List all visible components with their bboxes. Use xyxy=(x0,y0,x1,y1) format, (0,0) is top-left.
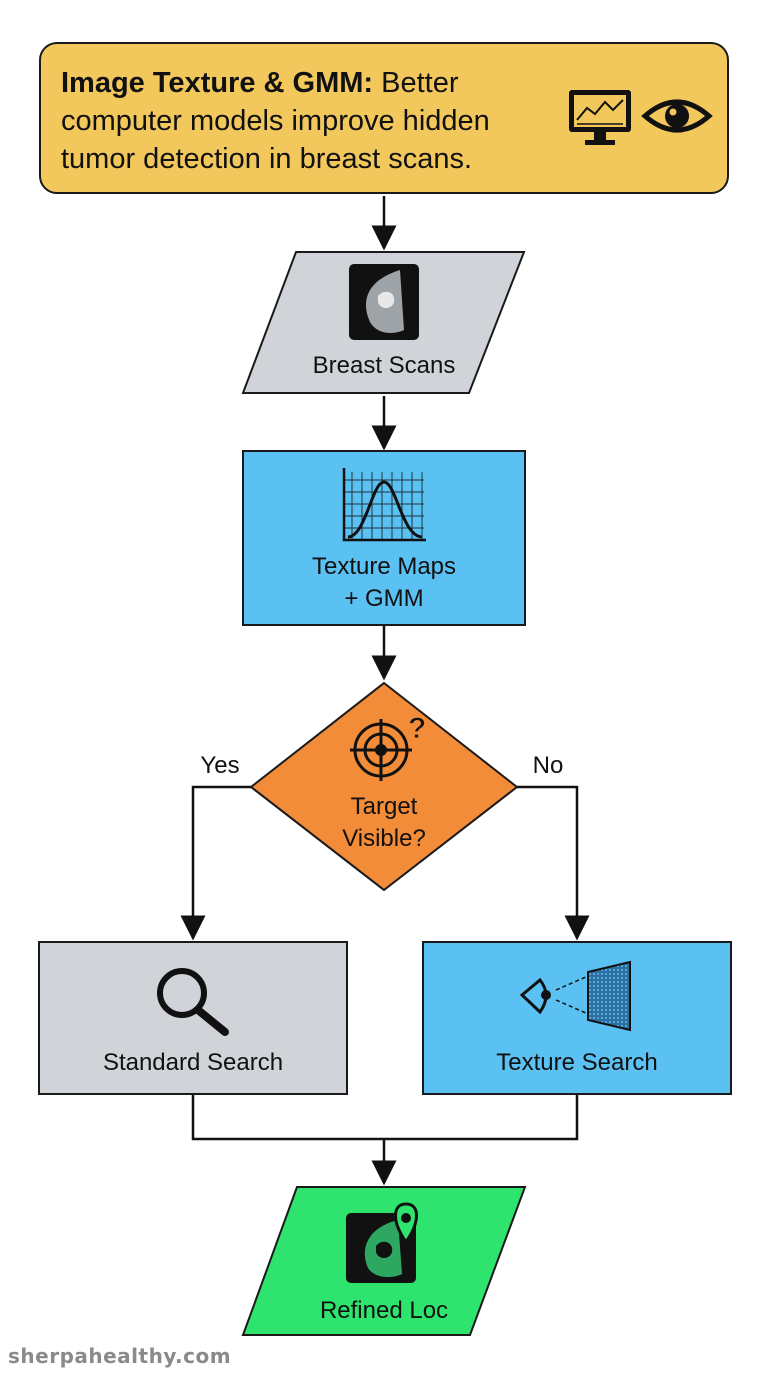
gaussian-chart-icon xyxy=(342,468,426,542)
standard-search-node: Standard Search xyxy=(38,941,348,1095)
process-node: Texture Maps + GMM xyxy=(242,450,526,626)
title-icons xyxy=(569,90,713,145)
mammogram-pin-icon xyxy=(346,1202,418,1283)
connectors xyxy=(180,196,590,1186)
process-line2: + GMM xyxy=(344,585,423,612)
eye-icon xyxy=(641,99,713,133)
svg-text:?: ? xyxy=(408,712,426,745)
input-node: Breast Scans xyxy=(241,251,526,394)
title-banner: Image Texture & GMM: Better computer mod… xyxy=(39,42,729,194)
target-question-icon: ? xyxy=(350,712,427,781)
output-node: Refined Loc xyxy=(241,1186,527,1336)
decision-node: ? Target Visible? xyxy=(249,681,519,892)
magnifier-icon xyxy=(157,968,229,1036)
decision-line2: Visible? xyxy=(342,825,426,852)
arrow-no-branch xyxy=(516,785,590,941)
texture-search-shape xyxy=(422,941,732,1095)
title-rest: Better computer models improve hidden tu… xyxy=(61,67,490,175)
yes-label: Yes xyxy=(200,752,239,779)
no-label: No xyxy=(533,752,564,779)
eye-texture-icon xyxy=(519,960,631,1032)
watermark: sherpahealthy.com xyxy=(8,1344,232,1368)
texture-search-label: Texture Search xyxy=(496,1049,657,1076)
title-bold: Image Texture & GMM: xyxy=(61,67,374,99)
title-text: Image Texture & GMM: Better computer mod… xyxy=(61,64,561,178)
arrow-yes-branch xyxy=(180,785,252,941)
standard-search-shape xyxy=(38,941,348,1095)
standard-search-label: Standard Search xyxy=(103,1049,283,1076)
merge-line xyxy=(191,1094,579,1141)
process-line1: Texture Maps xyxy=(312,553,456,580)
texture-search-node: Texture Search xyxy=(422,941,732,1095)
mammogram-icon xyxy=(349,264,419,340)
decision-shape xyxy=(249,681,519,892)
output-label: Refined Loc xyxy=(320,1297,448,1324)
input-label: Breast Scans xyxy=(313,352,456,379)
monitor-chart-icon xyxy=(569,90,631,145)
decision-line1: Target xyxy=(351,793,418,820)
